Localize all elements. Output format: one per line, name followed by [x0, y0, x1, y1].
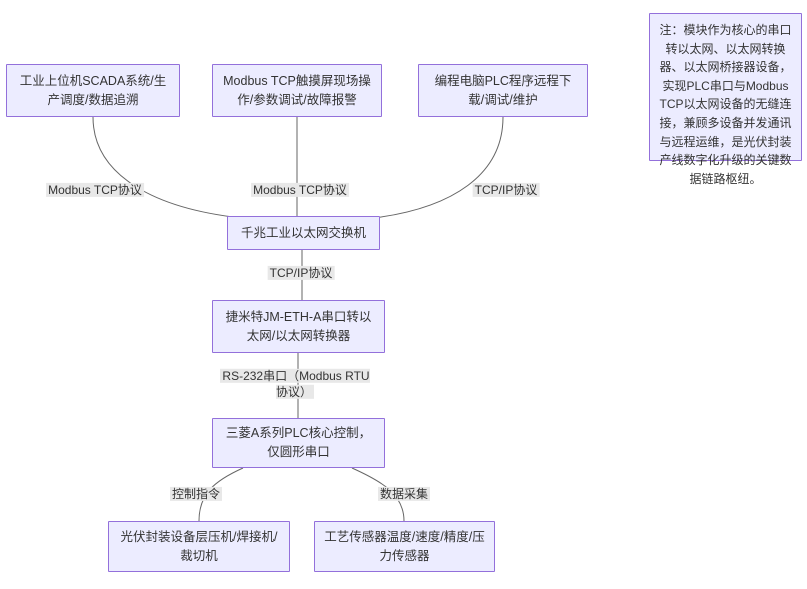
node-scada: 工业上位机SCADA系统/生产调度/数据追溯	[6, 64, 180, 117]
node-sensors: 工艺传感器温度/速度/精度/压力传感器	[314, 521, 495, 572]
edge-label-data-collection: 数据采集	[377, 486, 431, 501]
edge-label-modbus-tcp-left: Modbus TCP协议	[46, 182, 144, 197]
edge-label-modbus-tcp-middle: Modbus TCP协议	[251, 182, 349, 197]
node-plc: 三菱A系列PLC核心控制，仅圆形串口	[212, 418, 385, 468]
edge-label-tcpip-right: TCP/IP协议	[472, 182, 540, 197]
edge-label-tcpip-vertical: TCP/IP协议	[267, 265, 335, 280]
node-hmi: Modbus TCP触摸屏现场操作/参数调试/故障报警	[212, 64, 382, 117]
edge-scada-to-switch	[92, 116, 234, 218]
edge-pc-to-switch	[373, 116, 504, 219]
node-equipment: 光伏封装设备层压机/焊接机/裁切机	[108, 521, 290, 572]
note-box: 注：模块作为核心的串口转以太网、以太网转换器、以太网桥接器设备，实现PLC串口与…	[649, 13, 802, 186]
node-ethernet-switch: 千兆工业以太网交换机	[227, 216, 380, 250]
node-programming-pc: 编程电脑PLC程序远程下载/调试/维护	[418, 64, 588, 117]
node-serial-converter: 捷米特JM-ETH-A串口转以太网/以太网转换器	[212, 300, 385, 353]
edge-label-rs232: RS-232串口（Modbus RTU协议）	[220, 368, 370, 399]
edge-label-control-command: 控制指令	[169, 486, 223, 501]
